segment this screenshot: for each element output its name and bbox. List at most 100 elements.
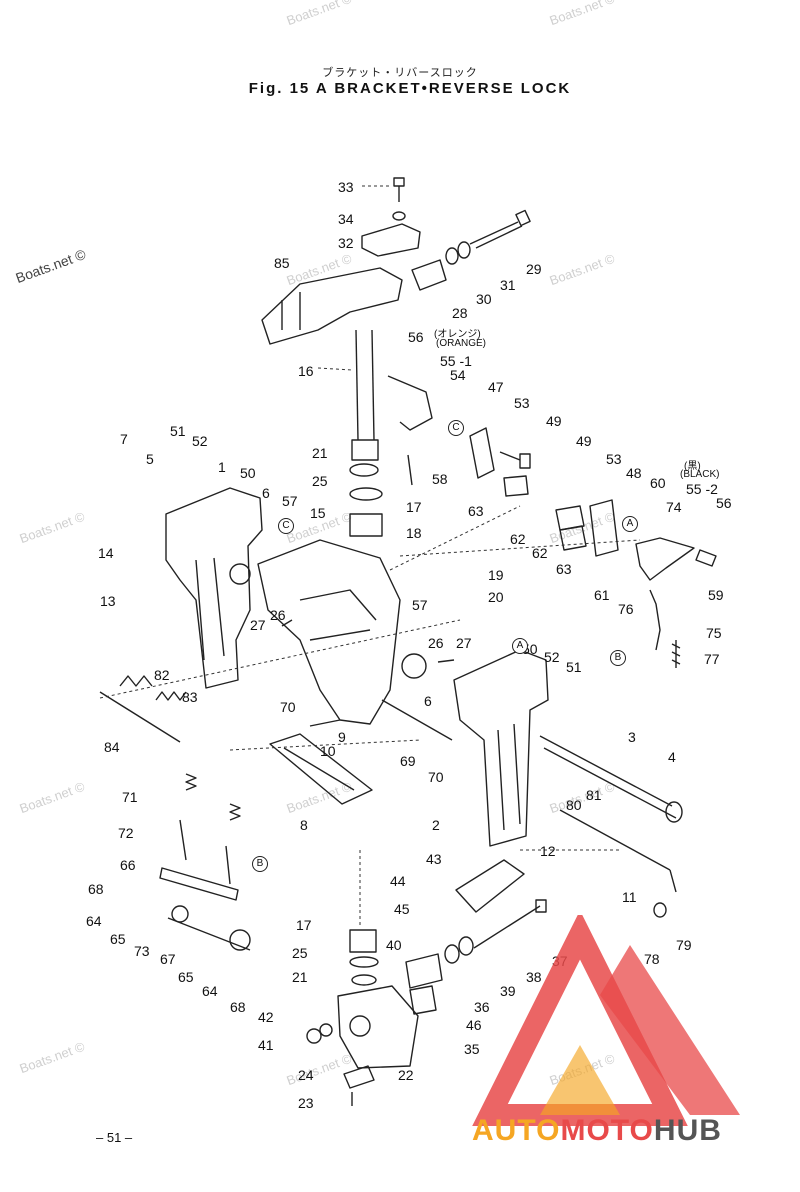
callout-58: 58 <box>432 471 448 487</box>
callout-27b: 27 <box>456 635 472 651</box>
callout-1: 1 <box>218 459 226 475</box>
callout-70b: 70 <box>428 769 444 785</box>
reference-marker-c: C <box>278 518 294 534</box>
callout-78: 78 <box>644 951 660 967</box>
logo-part-hub: HUB <box>653 1114 722 1147</box>
callout-56a: 56 <box>408 329 424 345</box>
callout-15: 15 <box>310 505 326 521</box>
callout-6b: 6 <box>424 693 432 709</box>
callout-47: 47 <box>488 379 504 395</box>
callout-60: 60 <box>650 475 666 491</box>
callout-69: 69 <box>400 753 416 769</box>
callout-21b: 21 <box>292 969 308 985</box>
callout-6a: 6 <box>262 485 270 501</box>
callout-29: 29 <box>526 261 542 277</box>
callout-74: 74 <box>666 499 682 515</box>
reference-marker-b: B <box>252 856 268 872</box>
callout-56b: 56 <box>716 495 732 511</box>
callout-23: 23 <box>298 1095 314 1111</box>
reference-marker-a: A <box>512 638 528 654</box>
callout-24: 24 <box>298 1067 314 1083</box>
callout-10: 10 <box>320 743 336 759</box>
callout-66: 66 <box>120 857 136 873</box>
callout-16: 16 <box>298 363 314 379</box>
callout-34: 34 <box>338 211 354 227</box>
callout-52a: 52 <box>192 433 208 449</box>
callout-59: 59 <box>708 587 724 603</box>
callout-2: 2 <box>432 817 440 833</box>
reference-marker-a: A <box>622 516 638 532</box>
callout-22: 22 <box>398 1067 414 1083</box>
callout-68b: 68 <box>230 999 246 1015</box>
figure-title-japanese: ブラケット・リバースロック <box>322 67 478 79</box>
callout-65a: 65 <box>110 931 126 947</box>
callout-33: 33 <box>338 179 354 195</box>
callout-49a: 49 <box>546 413 562 429</box>
automotohub-logo-icon <box>472 915 740 1126</box>
callout-72: 72 <box>118 825 134 841</box>
callout-75: 75 <box>706 625 722 641</box>
callout-63b: 63 <box>556 561 572 577</box>
callout-3: 3 <box>628 729 636 745</box>
callout-55-2: 55 -2 <box>686 481 718 497</box>
callout-39: 39 <box>500 983 516 999</box>
callout-70a: 70 <box>280 699 296 715</box>
logo-part-auto: AUTO <box>472 1114 561 1147</box>
callout-84: 84 <box>104 739 120 755</box>
callout-71: 71 <box>122 789 138 805</box>
callout-61: 61 <box>594 587 610 603</box>
callout-17a: 17 <box>406 499 422 515</box>
callout-26b: 26 <box>428 635 444 651</box>
callout-62a: 62 <box>510 531 526 547</box>
callout-8: 8 <box>300 817 308 833</box>
callout-13: 13 <box>100 593 116 609</box>
logo-part-moto: MOTO <box>560 1114 654 1147</box>
callout-51a: 51 <box>170 423 186 439</box>
callout-41: 41 <box>258 1037 274 1053</box>
callout-68a: 68 <box>88 881 104 897</box>
callout-25a: 25 <box>312 473 328 489</box>
callout-14: 14 <box>98 545 114 561</box>
callout-64a: 64 <box>86 913 102 929</box>
callout-51b: 51 <box>566 659 582 675</box>
callout-31: 31 <box>500 277 516 293</box>
callout-52b: 52 <box>544 649 560 665</box>
callout-43: 43 <box>426 851 442 867</box>
callout-57a: 57 <box>282 493 298 509</box>
callout-73: 73 <box>134 943 150 959</box>
callout-black: (BLACK) <box>680 469 720 480</box>
callout-57b: 57 <box>412 597 428 613</box>
callout-85: 85 <box>274 255 290 271</box>
figure-title: Fig. 15 A BRACKET•REVERSE LOCK <box>248 80 572 97</box>
callout-38: 38 <box>526 969 542 985</box>
callout-orange: (ORANGE) <box>436 338 486 349</box>
callout-65b: 65 <box>178 969 194 985</box>
callout-28: 28 <box>452 305 468 321</box>
callout-67: 67 <box>160 951 176 967</box>
reference-marker-c: C <box>448 420 464 436</box>
callout-11: 11 <box>622 889 637 905</box>
callout-63a: 63 <box>468 503 484 519</box>
callout-54: 54 <box>450 367 466 383</box>
callout-18: 18 <box>406 525 422 541</box>
callout-64b: 64 <box>202 983 218 999</box>
callout-7: 7 <box>120 431 128 447</box>
callout-45: 45 <box>394 901 410 917</box>
callout-5: 5 <box>146 451 154 467</box>
callout-black-jp: (黒) <box>684 461 701 472</box>
page-number: – 51 – <box>96 1130 133 1145</box>
callout-orange-jp: (オレンジ) <box>434 329 481 340</box>
callout-17b: 17 <box>296 917 312 933</box>
callout-36: 36 <box>474 999 490 1015</box>
callout-83: 83 <box>182 689 198 705</box>
callout-55-1: 55 -1 <box>440 353 472 369</box>
callout-79: 79 <box>676 937 692 953</box>
callout-80: 80 <box>566 797 582 813</box>
callout-46: 46 <box>466 1017 482 1033</box>
callout-19: 19 <box>488 567 504 583</box>
callout-53b: 53 <box>606 451 622 467</box>
callout-20: 20 <box>488 589 504 605</box>
callout-76: 76 <box>618 601 634 617</box>
callout-26a: 26 <box>270 607 286 623</box>
